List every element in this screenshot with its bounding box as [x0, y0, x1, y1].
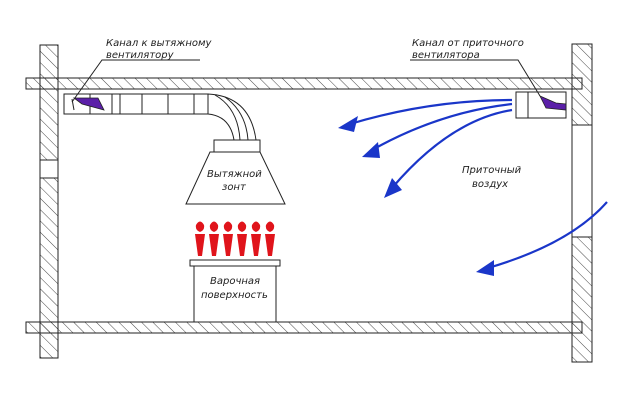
- exhaust-duct: [63, 93, 261, 153]
- hood-label-line2: зонт: [222, 182, 247, 193]
- flame-icon: [223, 221, 233, 256]
- exhaust-channel-label-line2: вентилятору: [106, 50, 175, 61]
- supply-channel-label-line1: Канал от приточного: [412, 38, 524, 49]
- exhaust-channel-label-line1: Канал к вытяжному: [106, 38, 213, 49]
- exhaust-hood: [185, 151, 286, 205]
- stove-label-line2: поверхность: [201, 290, 268, 301]
- label-leaders: [71, 59, 541, 103]
- supply-airflow-arrows: [338, 98, 608, 276]
- cooking-surface: [189, 259, 281, 323]
- floor-slab: [25, 321, 583, 334]
- supply-duct: [515, 91, 567, 119]
- supply-air-label-line1: Приточный: [462, 165, 522, 176]
- ceiling-slab: [25, 77, 583, 90]
- flame-icon: [195, 221, 205, 256]
- left-wall: [39, 44, 59, 359]
- flame-icon: [251, 221, 261, 256]
- right-wall: [571, 43, 593, 363]
- stove-label-line1: Варочная: [210, 276, 260, 287]
- supply-channel-label-line2: вентилятора: [412, 50, 480, 61]
- supply-air-label-line2: воздух: [472, 179, 508, 190]
- flame-icon: [265, 221, 275, 256]
- heat-flames: [195, 221, 275, 256]
- flame-icon: [237, 221, 247, 256]
- flame-icon: [209, 221, 219, 256]
- hood-label-line1: Вытяжной: [207, 169, 262, 180]
